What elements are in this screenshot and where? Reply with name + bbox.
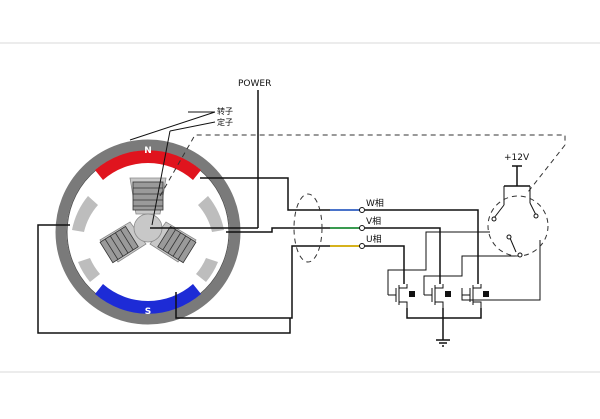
power-label: POWER [238, 79, 271, 89]
supply-label: +12V [504, 153, 530, 163]
terminal-v [359, 225, 365, 231]
gate-u-wire [387, 231, 490, 295]
gate-v-wire [423, 255, 520, 295]
gate-w-wire [461, 240, 541, 301]
stator-label: 定子 [217, 117, 233, 127]
south-pole-label: S [145, 307, 151, 317]
stator-shoe-right [198, 196, 224, 232]
stator-shoe-lower-left [78, 258, 100, 282]
phase-u-label: U相 [366, 233, 382, 245]
transistor-u [388, 284, 415, 308]
transistor-w [462, 284, 489, 308]
motor: N S [55, 111, 241, 325]
ground-symbol [436, 339, 450, 347]
phase-v-label: V相 [366, 215, 381, 227]
sensor-dashed-line-diagonal [527, 144, 566, 193]
v-to-transistor-wire [365, 227, 441, 284]
phase-v-wire [226, 227, 360, 233]
transistor-v [424, 284, 451, 308]
stator-pointer-line-down [151, 130, 171, 226]
rotor-core [99, 177, 197, 264]
w-to-transistor-wire [365, 209, 479, 284]
terminal-w [359, 207, 365, 213]
stator-pointer-line [169, 121, 216, 132]
stator-shoe-left [72, 196, 98, 232]
hall-sensor-circle [487, 195, 549, 257]
ground-bus [406, 308, 482, 319]
hall-switches [491, 186, 539, 258]
terminal-u [359, 243, 365, 249]
wire-bundle-ellipse [293, 193, 323, 263]
phase-w-wire [200, 177, 360, 211]
phase-w-label: W相 [366, 197, 384, 209]
phase-u-wire [175, 245, 360, 319]
left-return-wire [37, 224, 291, 334]
stator-shoe-lower-right [196, 258, 218, 282]
rotor-pointer-line [129, 111, 216, 141]
south-pole [95, 284, 201, 314]
north-pole [95, 150, 201, 180]
north-pole-label: N [144, 146, 152, 156]
u-to-transistor-wire [365, 245, 405, 284]
rotor-label: 转子 [217, 106, 233, 116]
sensor-dashed-line [159, 134, 566, 197]
